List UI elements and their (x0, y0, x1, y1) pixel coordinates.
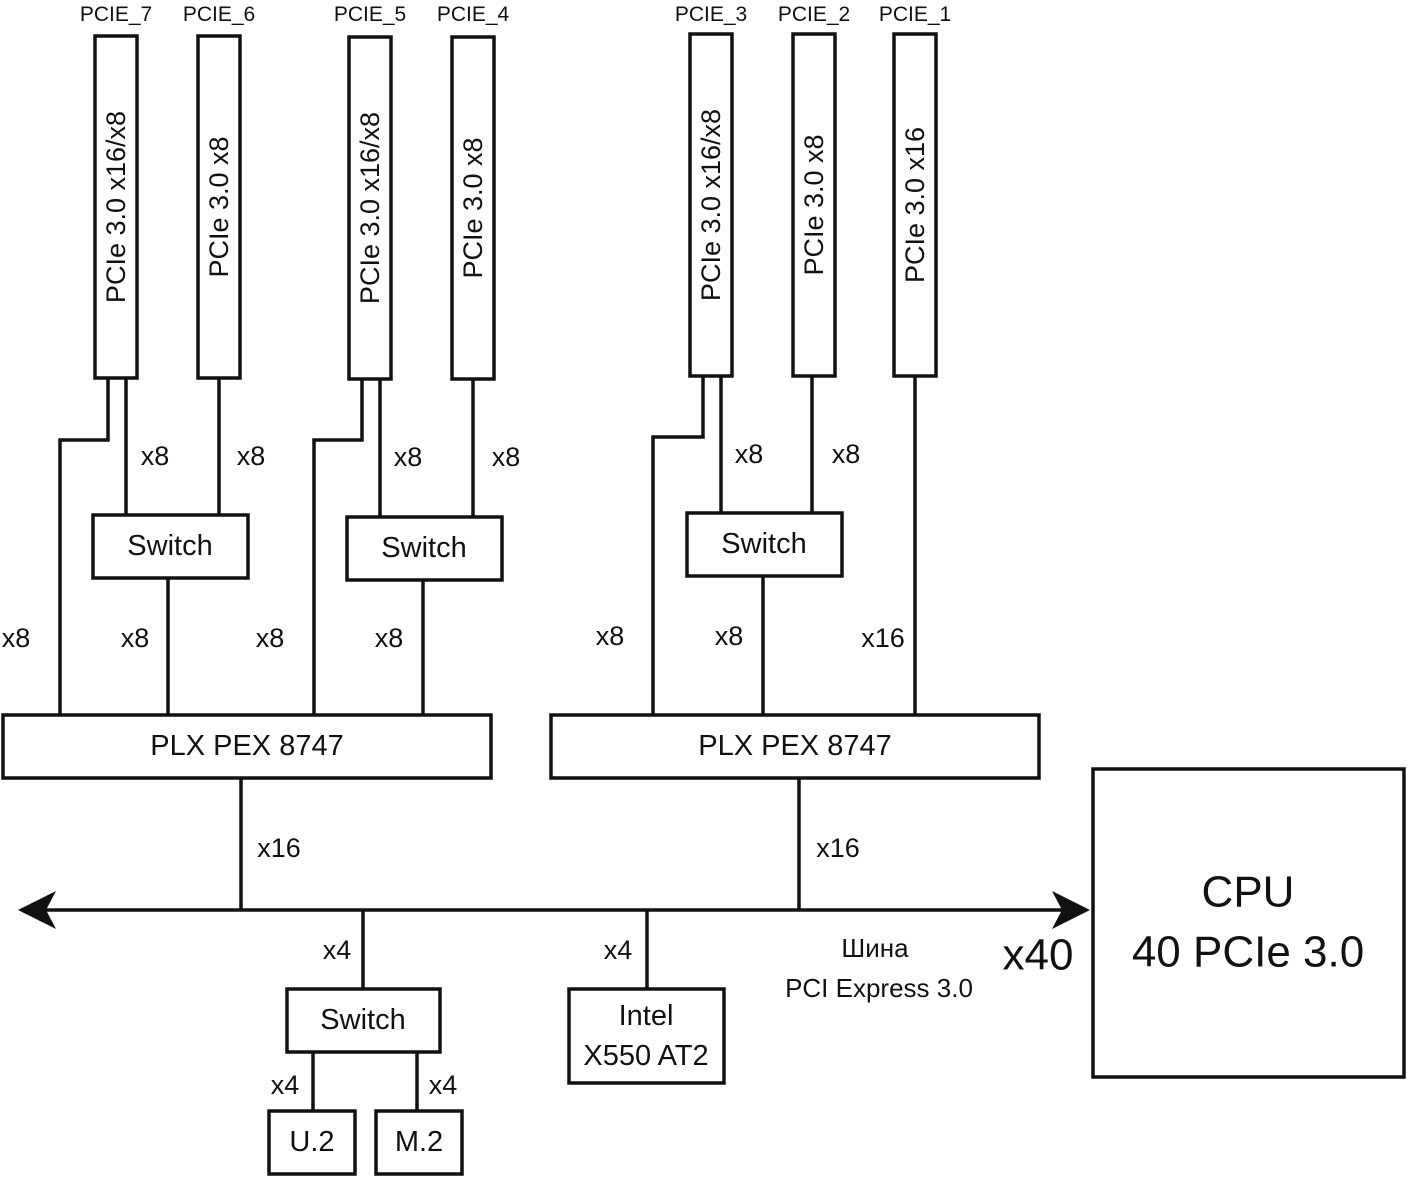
slot-pcie1: PCIe 3.0 x16 (892, 32, 938, 378)
storage-switch-box: Switch (285, 987, 442, 1054)
slot-pcie6: PCIe 3.0 x8 (196, 34, 242, 380)
slot-name-pcie3: PCIE_3 (675, 3, 747, 26)
u2-label: U.2 (289, 1126, 334, 1158)
switch-label: Switch (721, 528, 806, 560)
bus-arrow-right-icon (1052, 891, 1090, 929)
lane-label: x4 (323, 935, 352, 965)
lane-label: x8 (256, 623, 285, 653)
switch-label: Switch (127, 530, 212, 562)
lane-label: x16 (861, 623, 905, 653)
bus-width-label: x40 (1003, 931, 1074, 980)
cpu-lanes-label: 40 PCIe 3.0 (1132, 928, 1364, 977)
switch-box-3: Switch (685, 511, 844, 578)
cpu-box: CPU 40 PCIe 3.0 (1091, 767, 1406, 1079)
switch-box-2: Switch (345, 515, 504, 582)
pcie-bus (18, 891, 1090, 929)
wires-group-1 (58, 378, 221, 715)
slot-type-pcie5: PCIe 3.0 x16/x8 (355, 112, 385, 304)
slot-name-pcie7: PCIE_7 (80, 3, 152, 26)
slot-type-pcie3: PCIe 3.0 x16/x8 (696, 109, 726, 301)
lane-label: x8 (735, 439, 764, 469)
slot-name-pcie4: PCIE_4 (437, 3, 510, 26)
lane-label: x8 (237, 441, 266, 471)
switch-box-1: Switch (91, 513, 250, 580)
nic-label-line2: X550 AT2 (583, 1040, 708, 1072)
bus-name-line2: PCI Express 3.0 (785, 973, 973, 1003)
lane-label: x4 (604, 935, 633, 965)
slot-name-pcie6: PCIE_6 (183, 3, 255, 26)
lane-label: x8 (141, 441, 170, 471)
lane-label: x8 (832, 439, 861, 469)
lane-label: x8 (375, 623, 404, 653)
switch-label: Switch (381, 532, 466, 564)
switch-label: Switch (320, 1004, 405, 1036)
bus-arrow-left-icon (18, 891, 56, 929)
slot-type-pcie2: PCIe 3.0 x8 (799, 134, 829, 275)
lane-label: x4 (429, 1070, 458, 1100)
lane-label: x16 (257, 833, 301, 863)
nic-box: Intel X550 AT2 (567, 987, 726, 1085)
plx-label: PLX PEX 8747 (698, 730, 891, 762)
cpu-label: CPU (1202, 868, 1295, 917)
slot-name-pcie2: PCIE_2 (778, 3, 850, 26)
lane-label: x8 (596, 621, 625, 651)
slot-type-pcie7: PCIe 3.0 x16/x8 (101, 111, 131, 303)
slot-name-pcie5: PCIE_5 (334, 3, 406, 26)
slot-pcie2: PCIe 3.0 x8 (791, 32, 837, 378)
nic-label-line1: Intel (619, 1000, 674, 1032)
slot-type-pcie6: PCIe 3.0 x8 (204, 136, 234, 277)
plx-label: PLX PEX 8747 (150, 730, 343, 762)
slot-pcie7: PCIe 3.0 x16/x8 (93, 34, 139, 380)
lane-label: x4 (271, 1070, 300, 1100)
lane-label: x8 (492, 442, 521, 472)
m2-label: M.2 (395, 1126, 443, 1158)
lane-label: x16 (816, 833, 860, 863)
slot-type-pcie4: PCIe 3.0 x8 (458, 137, 488, 278)
plx-bridge-right: PLX PEX 8747 (549, 713, 1041, 780)
lane-label: x8 (121, 623, 150, 653)
lane-label: x8 (394, 442, 423, 472)
bus-name-line1: Шина (841, 933, 909, 963)
lane-label: x8 (2, 623, 31, 653)
plx-bridge-left: PLX PEX 8747 (1, 713, 493, 780)
slot-name-pcie1: PCIE_1 (879, 3, 951, 26)
slot-pcie5: PCIe 3.0 x16/x8 (347, 35, 393, 381)
slot-type-pcie1: PCIe 3.0 x16 (900, 127, 930, 283)
slot-pcie4: PCIe 3.0 x8 (450, 35, 496, 381)
wires-group-2 (312, 379, 475, 715)
m2-box: M.2 (374, 1109, 464, 1176)
wires-group-3 (651, 376, 917, 715)
lane-label: x8 (715, 621, 744, 651)
u2-box: U.2 (267, 1109, 357, 1176)
slot-pcie3: PCIe 3.0 x16/x8 (688, 32, 734, 378)
